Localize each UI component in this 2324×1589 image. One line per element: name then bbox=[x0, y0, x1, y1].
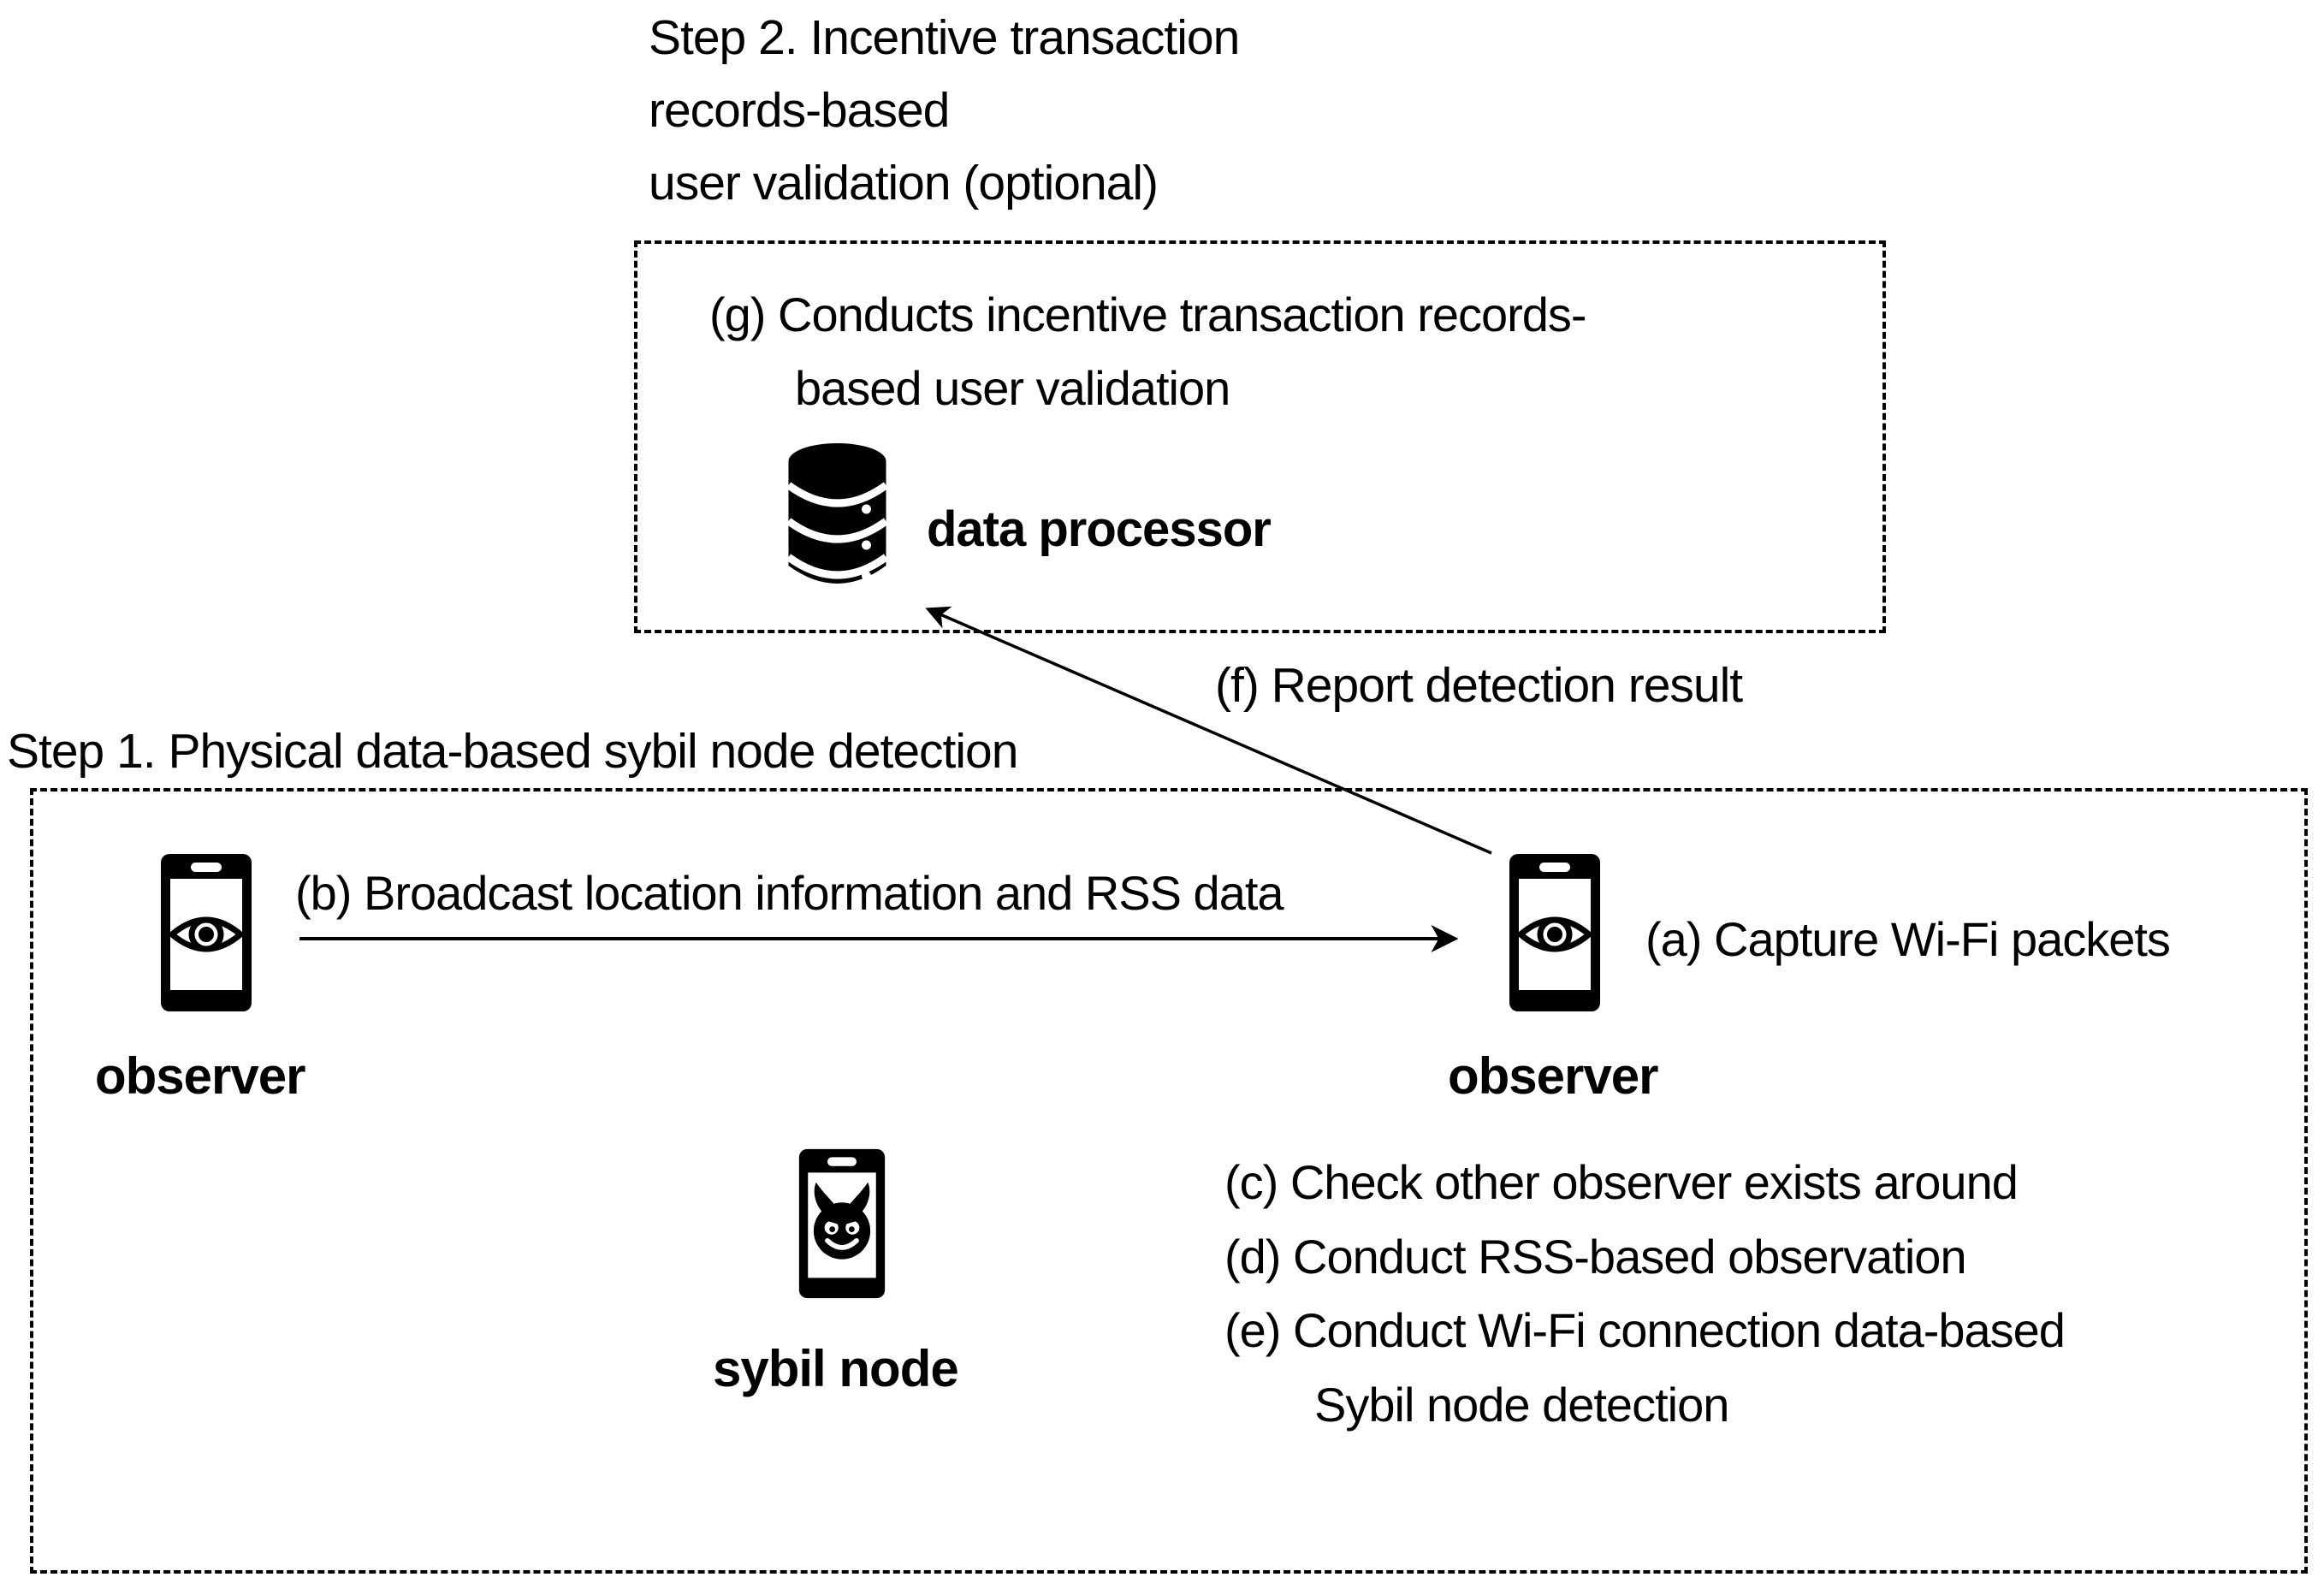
rss-observation-label: (d) Conduct RSS-based observation bbox=[1224, 1230, 1967, 1284]
database-icon bbox=[786, 443, 889, 584]
wifi-connection-label: (e) Conduct Wi-Fi connection data-based bbox=[1224, 1303, 2066, 1357]
broadcast-label: (b) Broadcast location information and R… bbox=[295, 866, 1284, 920]
g-label-line2: based user validation bbox=[795, 361, 1230, 415]
sybil-detection-cont-label: Sybil node detection bbox=[1314, 1378, 1729, 1432]
capture-wifi-label: (a) Capture Wi-Fi packets bbox=[1645, 912, 2171, 966]
observer-left-label: observer bbox=[95, 1047, 305, 1105]
sybil-node-label: sybil node bbox=[713, 1340, 959, 1397]
step1-detection-box: (b) Broadcast location information and R… bbox=[30, 788, 2308, 1574]
check-observer-label: (c) Check other observer exists around bbox=[1224, 1155, 2019, 1209]
observer-phone-eye-icon-right bbox=[1509, 854, 1600, 1011]
data-processor-label: data processor bbox=[927, 501, 1272, 557]
g-label-line1: (g) Conducts incentive transaction recor… bbox=[709, 288, 1587, 341]
observer-right-label: observer bbox=[1448, 1047, 1658, 1105]
step2-validation-box: (g) Conducts incentive transaction recor… bbox=[634, 240, 1886, 633]
step2-title-line2: records-based bbox=[649, 83, 950, 138]
step1-title: Step 1. Physical data-based sybil node d… bbox=[7, 724, 1018, 779]
step2-title-line3: user validation (optional) bbox=[649, 156, 1159, 210]
step2-title-line1: Step 2. Incentive transaction bbox=[649, 10, 1240, 65]
step2-title: Step 2. Incentive transaction records-ba… bbox=[649, 2, 1240, 220]
report-detection-result-label: (f) Report detection result bbox=[1215, 658, 1743, 713]
observer-phone-eye-icon-left bbox=[161, 854, 252, 1011]
sybil-phone-devil-icon bbox=[798, 1148, 886, 1299]
